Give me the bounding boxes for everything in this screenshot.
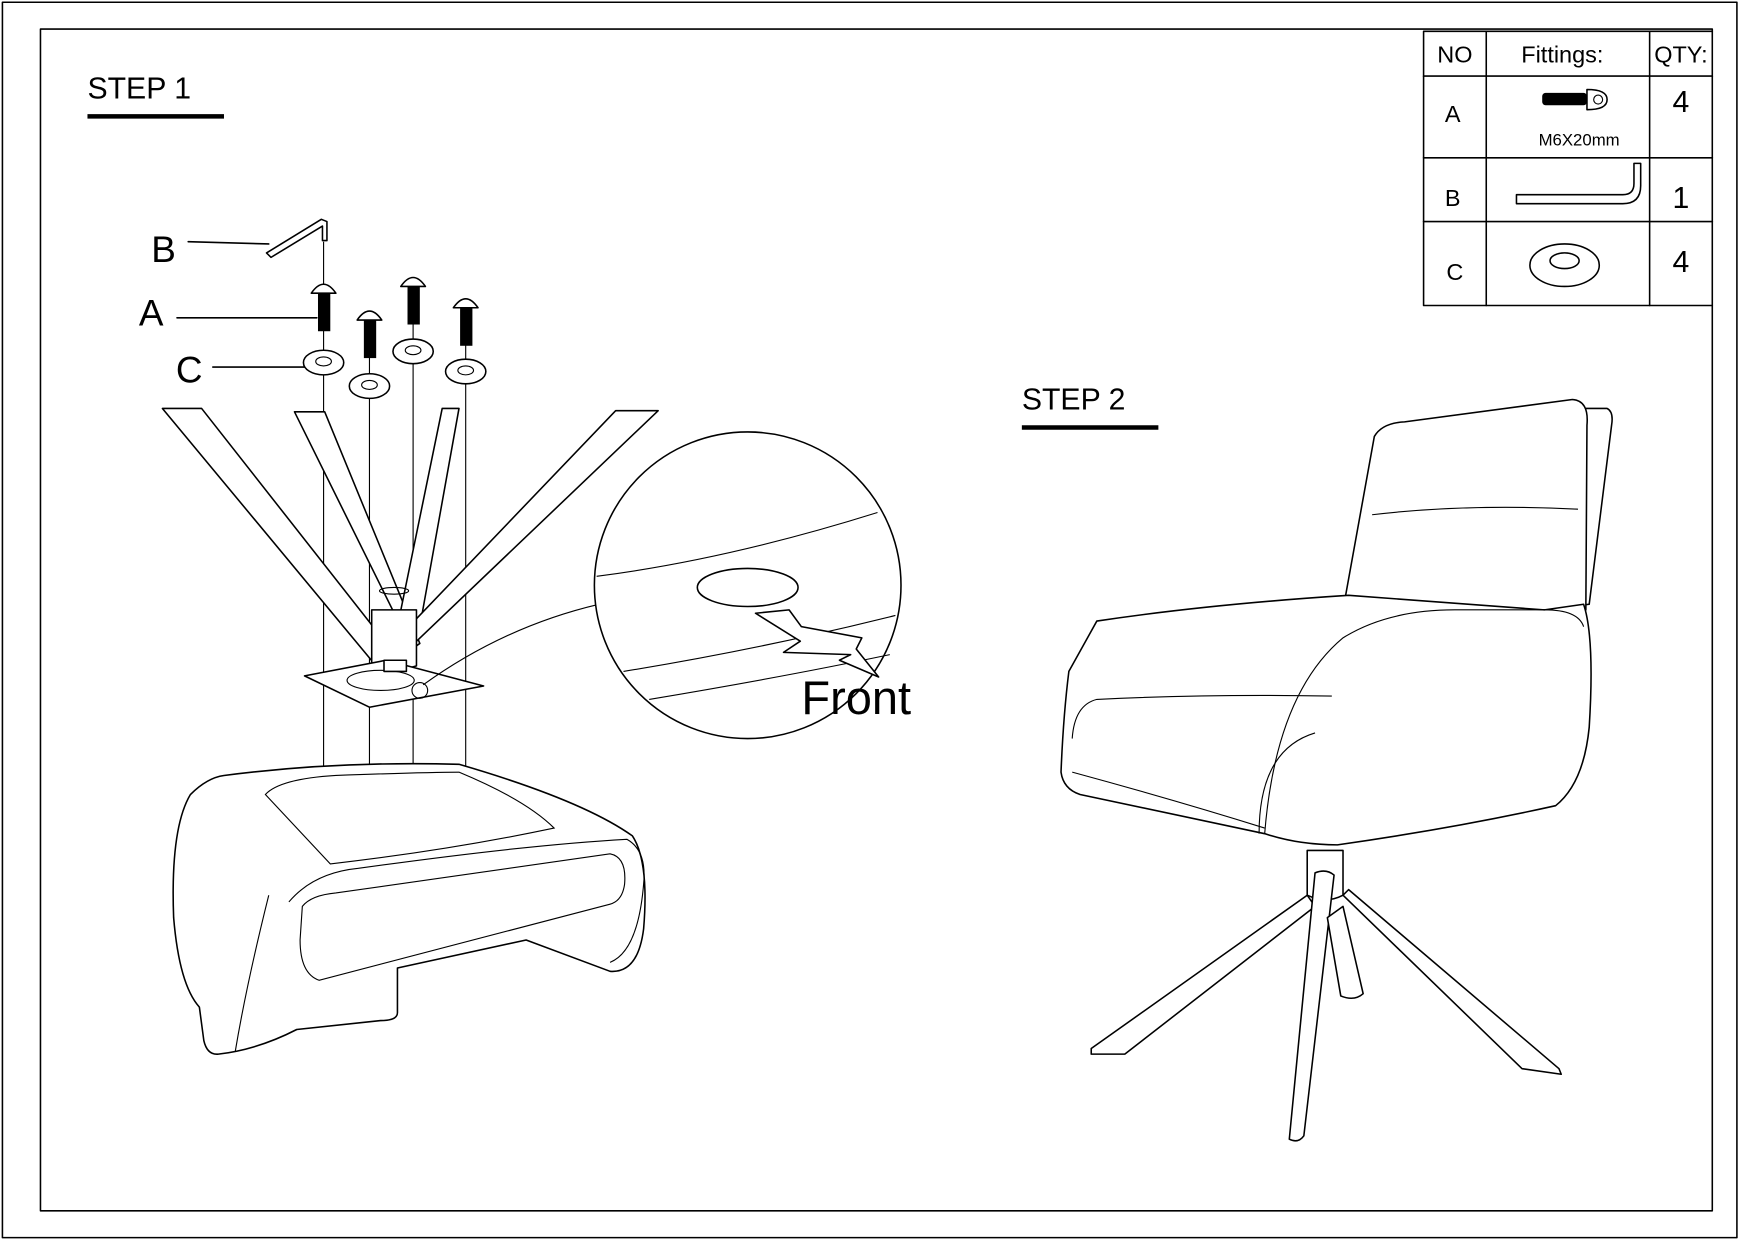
screw-icon — [310, 283, 337, 332]
chair-seat — [172, 762, 646, 1055]
step2-chair — [1060, 398, 1613, 1142]
chair-base — [161, 407, 659, 709]
row-a-caption: M6X20mm — [1539, 130, 1620, 149]
step1-title: STEP 1 — [87, 72, 191, 105]
label-c: C — [176, 350, 203, 391]
screw-icon — [356, 310, 383, 359]
label-a: A — [139, 293, 164, 334]
allen-key-icon — [1515, 162, 1642, 205]
header-fittings: Fittings: — [1521, 42, 1603, 68]
washer-icon — [348, 372, 391, 400]
label-b: B — [151, 229, 176, 270]
step1-drawing: B A C — [139, 218, 659, 1055]
allen-key-icon — [265, 218, 328, 259]
front-arrow-icon — [754, 609, 880, 678]
row-c-qty: 4 — [1673, 246, 1690, 279]
washer-icon — [392, 338, 435, 365]
header-qty: QTY: — [1654, 42, 1708, 68]
screw-icon — [452, 298, 479, 346]
washer-icon — [444, 358, 487, 385]
step2-title: STEP 2 — [1022, 384, 1126, 417]
row-c-no: C — [1446, 259, 1463, 285]
washer-icon — [1529, 243, 1601, 288]
row-b-no: B — [1445, 185, 1461, 211]
screw-icon — [1542, 88, 1608, 111]
row-b-qty: 1 — [1673, 182, 1690, 215]
row-a-no: A — [1445, 101, 1461, 127]
header-no: NO — [1437, 42, 1472, 68]
screw-icon — [400, 276, 427, 325]
front-detail: Front — [593, 431, 911, 740]
inner-frame — [39, 28, 1714, 1212]
front-label: Front — [801, 671, 911, 724]
washer-icon — [302, 349, 345, 376]
fittings-table: NO Fittings: QTY: A M6X20mm 4 B 1 C 4 — [1422, 30, 1714, 307]
row-a-qty: 4 — [1673, 86, 1690, 119]
